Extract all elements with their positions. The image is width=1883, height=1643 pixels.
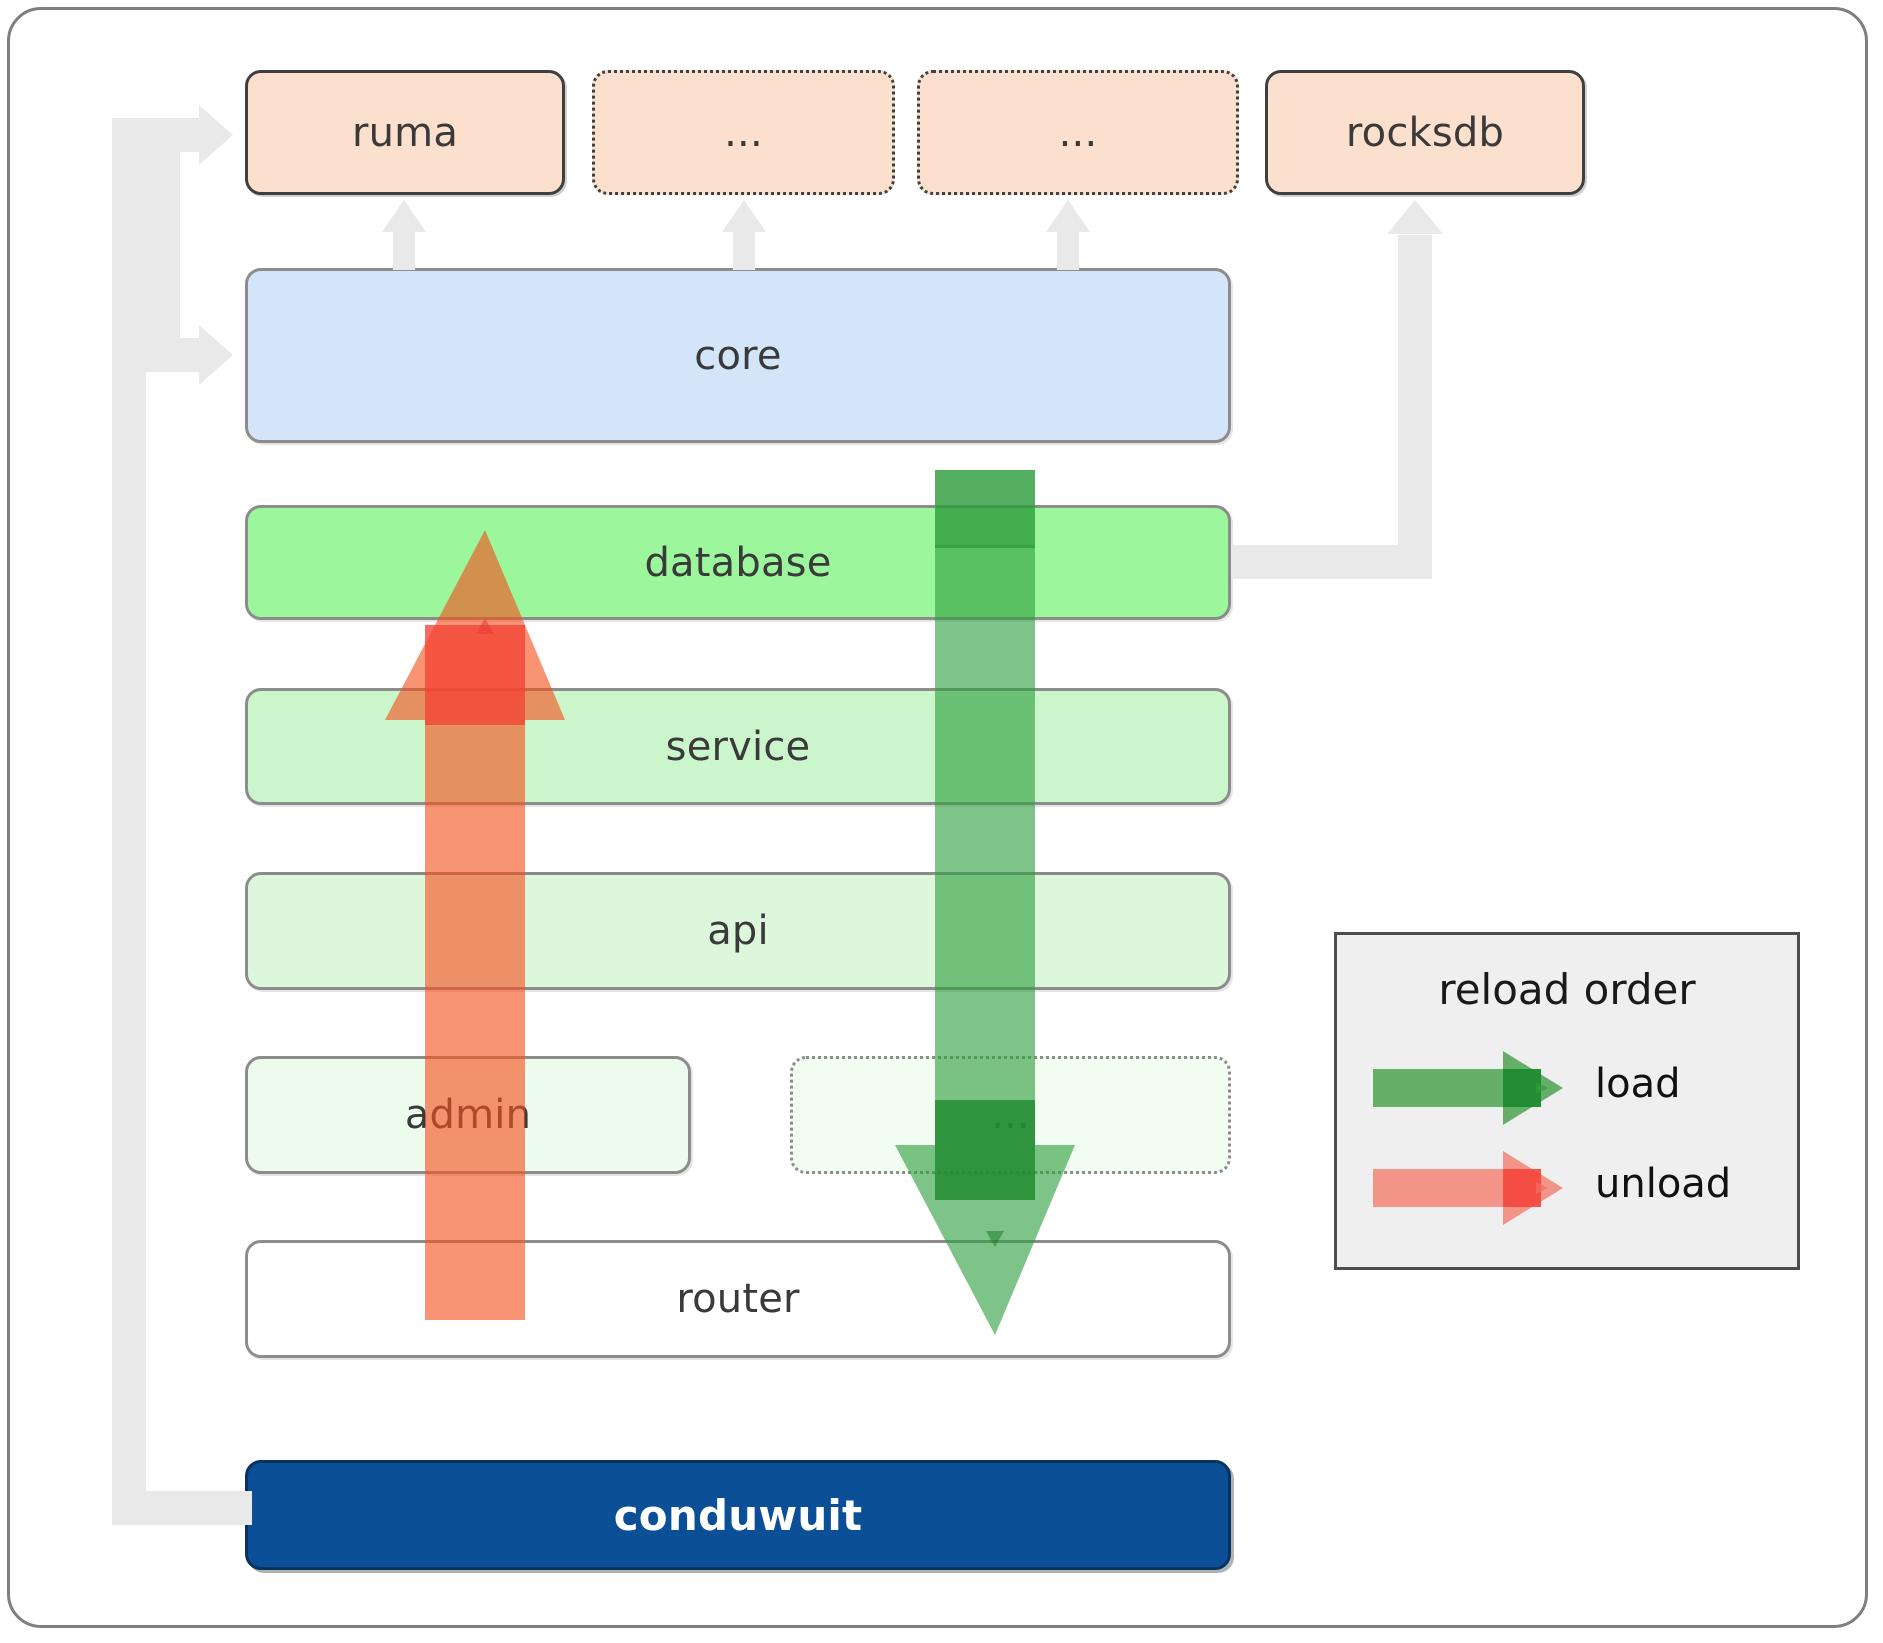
node-router-label: router (676, 1276, 800, 1322)
node-conduwuit-label: conduwuit (613, 1490, 863, 1540)
diagram-frame (7, 7, 1868, 1628)
connector-database-to-rocksdb-horizontal (1231, 545, 1415, 579)
node-conduwuit[interactable]: conduwuit (245, 1460, 1231, 1570)
node-dependency-ellipsis-2-label: ... (1058, 109, 1098, 156)
node-admin-label: admin (404, 1092, 532, 1138)
node-core-label: core (694, 332, 782, 379)
node-dependency-ellipsis-1-label: ... (724, 109, 763, 156)
connector-branch-core-riser (146, 135, 180, 372)
core-to-dots1-stem (733, 230, 755, 270)
connector-bottom-to-conduwuit (112, 1491, 252, 1525)
node-admin[interactable]: admin (245, 1056, 691, 1174)
node-dependency-ellipsis-1[interactable]: ... (592, 70, 895, 195)
connector-database-to-rocksdb-vertical (1398, 235, 1432, 579)
connector-arrowhead-ruma (199, 105, 233, 165)
node-api[interactable]: api (245, 872, 1231, 990)
connector-arrowhead-core (199, 325, 233, 385)
node-layer-ellipsis-label: ... (991, 1092, 1030, 1138)
core-to-dots2-stem (1057, 230, 1079, 270)
node-database[interactable]: database (245, 505, 1231, 620)
legend-load-arrow-icon (1373, 1051, 1563, 1125)
legend-load-label: load (1595, 1061, 1681, 1107)
legend-item-load: load (1373, 1051, 1773, 1125)
node-core[interactable]: core (245, 268, 1231, 443)
node-ruma-label: ruma (351, 109, 459, 156)
legend-title: reload order (1438, 965, 1696, 1014)
node-service-label: service (665, 723, 811, 770)
node-database-label: database (644, 539, 832, 586)
legend-unload-arrow-icon (1373, 1151, 1563, 1225)
legend-item-unload: unload (1373, 1151, 1773, 1225)
node-dependency-ellipsis-2[interactable]: ... (917, 70, 1239, 195)
connector-trunk-vertical (112, 135, 146, 1525)
node-router[interactable]: router (245, 1240, 1231, 1358)
node-rocksdb-label: rocksdb (1345, 109, 1505, 156)
legend-panel: reload order load (1334, 932, 1800, 1270)
node-rocksdb[interactable]: rocksdb (1265, 70, 1585, 195)
node-service[interactable]: service (245, 688, 1231, 805)
core-to-ruma-stem (393, 230, 415, 270)
legend-unload-label: unload (1595, 1161, 1732, 1207)
core-to-dots1-arrowhead (722, 200, 766, 232)
core-to-dots2-arrowhead (1046, 200, 1090, 232)
node-api-label: api (707, 908, 769, 954)
node-ruma[interactable]: ruma (245, 70, 565, 195)
core-to-ruma-arrowhead (382, 200, 426, 232)
node-layer-ellipsis[interactable]: ... (790, 1056, 1231, 1174)
connector-arrowhead-rocksdb (1387, 200, 1443, 234)
